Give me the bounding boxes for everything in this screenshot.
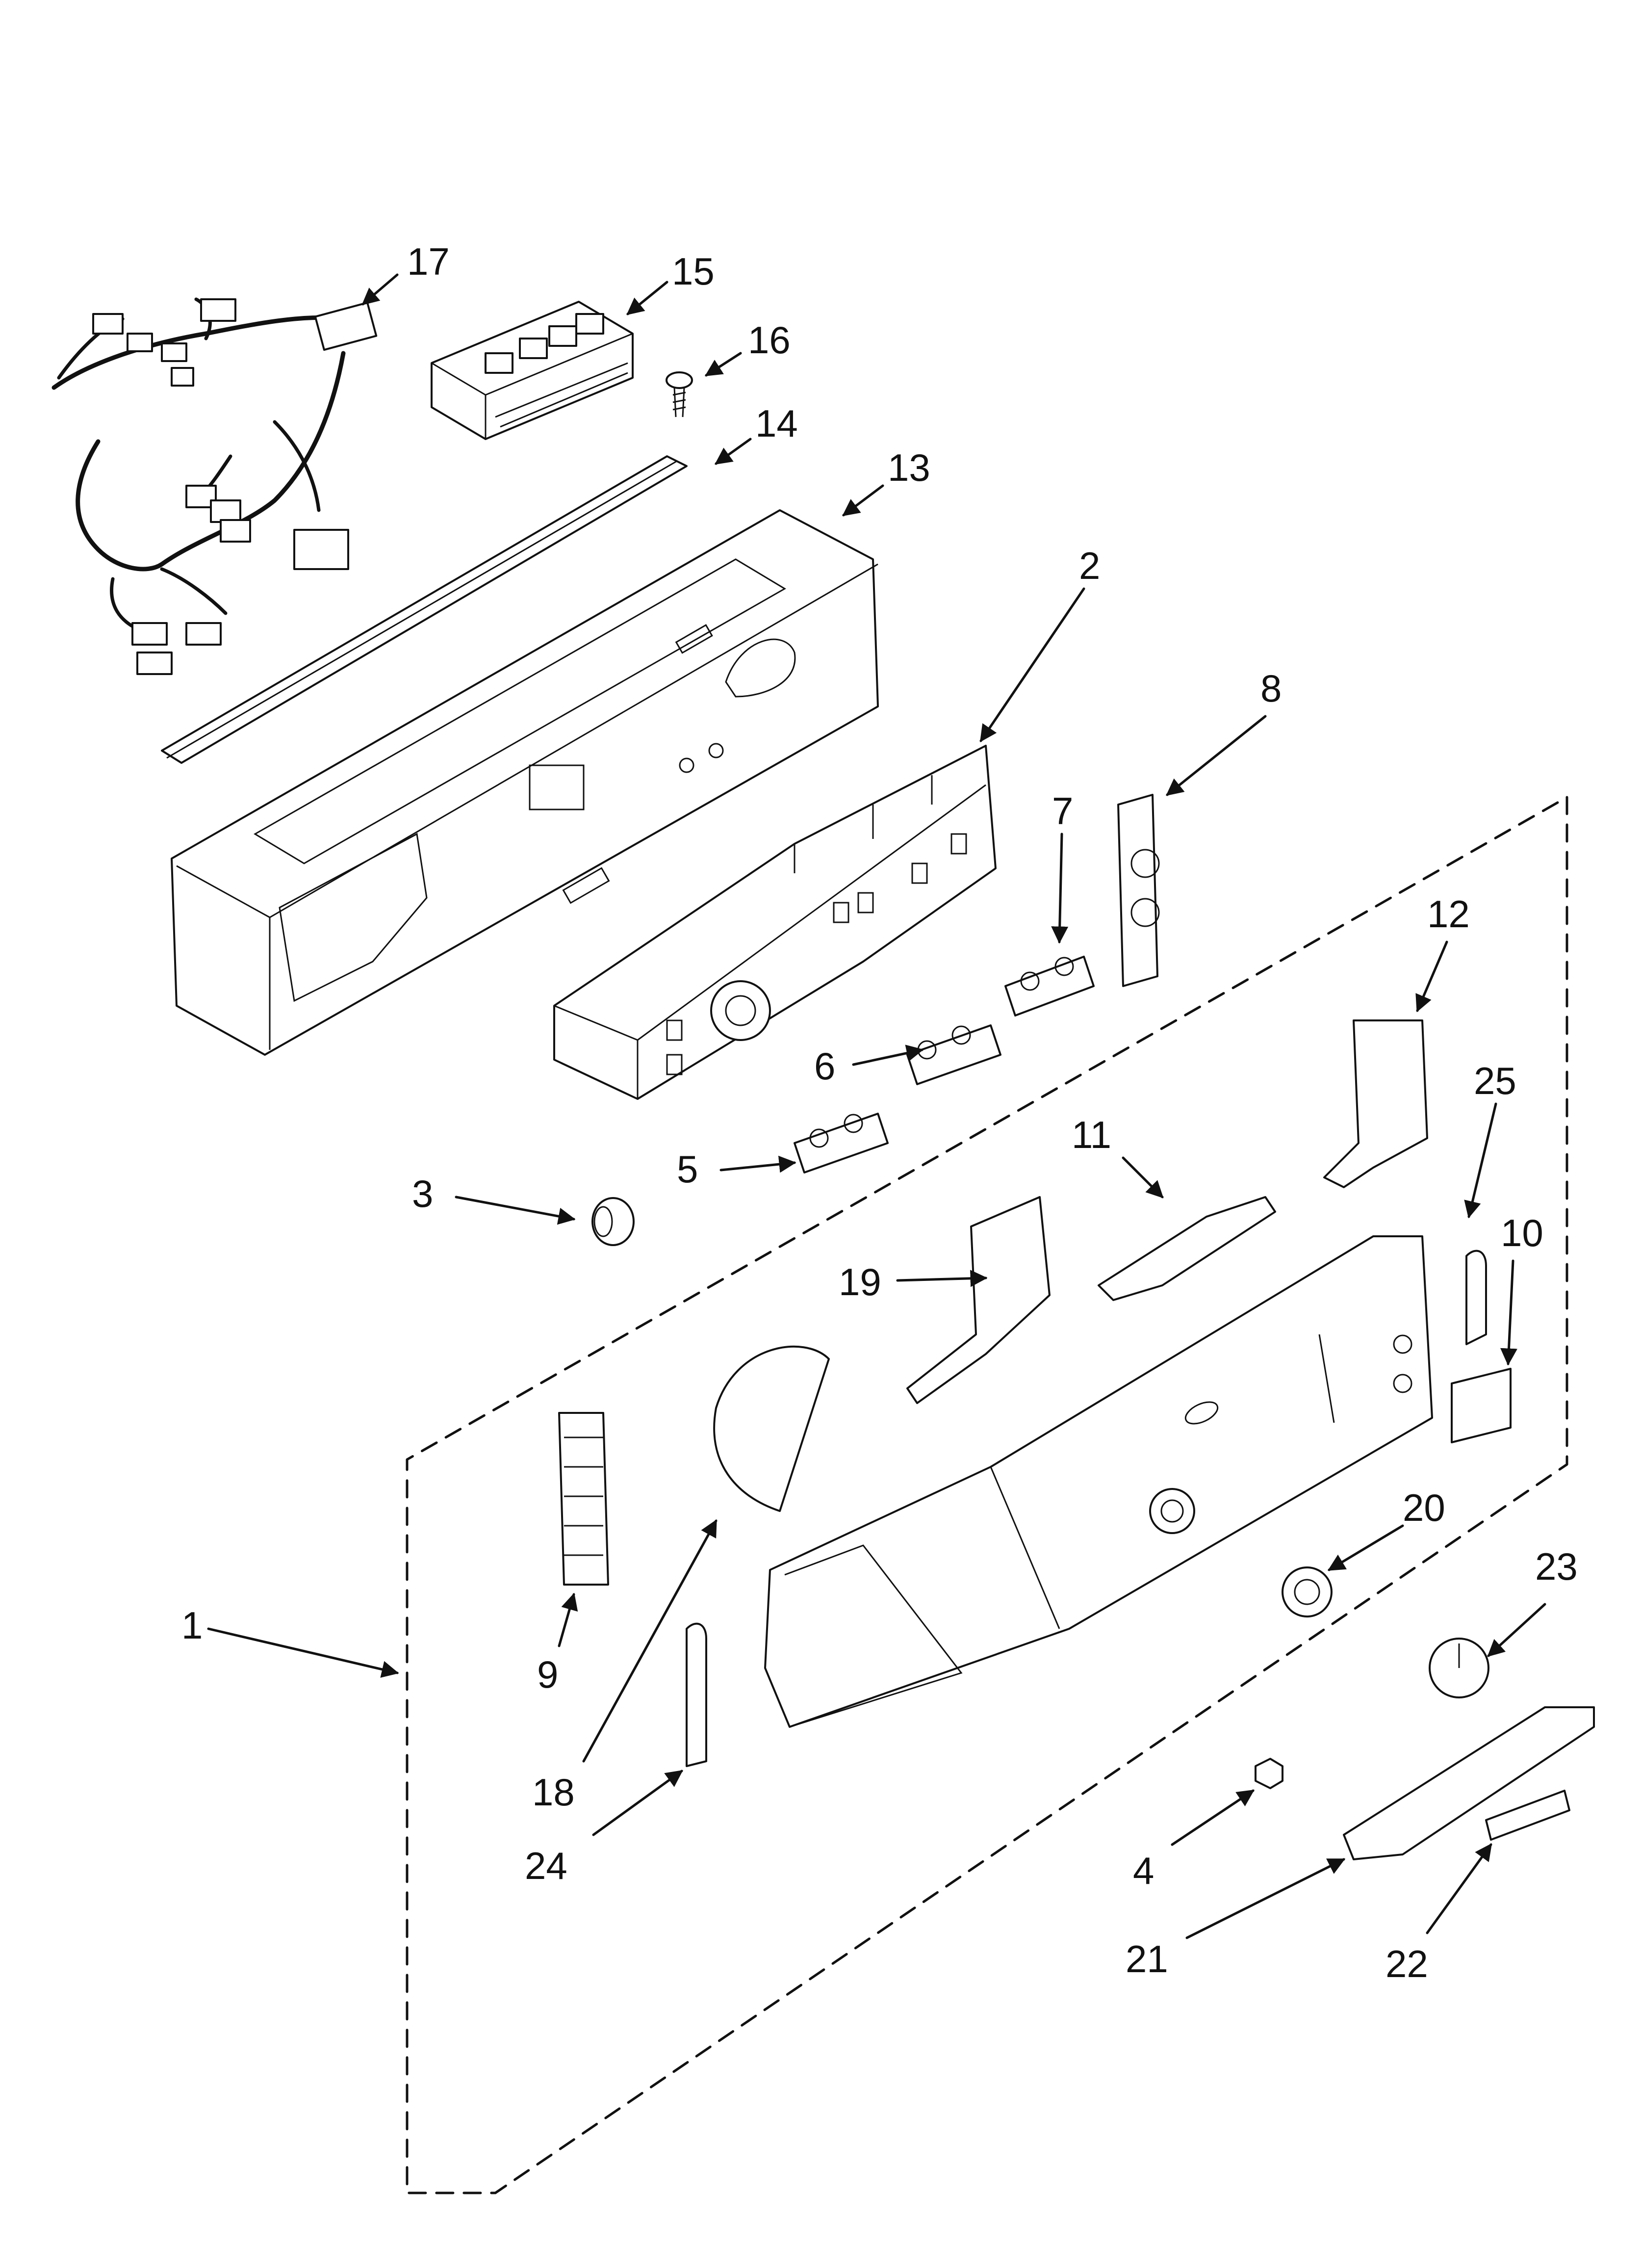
leader-lines (207, 273, 1546, 1939)
switch-strip-11-part (1098, 1196, 1276, 1301)
callout-3: 3 (412, 1172, 433, 1215)
callout-24: 24 (525, 1844, 567, 1887)
bracket-part (1117, 794, 1160, 987)
callout-1: 1 (181, 1604, 203, 1647)
callout-4: 4 (1133, 1849, 1154, 1892)
callout-13: 13 (888, 446, 930, 489)
knob-23-part (1429, 1638, 1489, 1698)
knob-ring-20-part (1282, 1566, 1333, 1617)
channel-strip-part (161, 455, 688, 764)
callout-17: 17 (407, 240, 450, 283)
callout-2: 2 (1079, 544, 1100, 587)
callout-19: 19 (839, 1260, 881, 1303)
switch-module-7-part (1004, 956, 1095, 1017)
callout-15: 15 (672, 250, 715, 293)
callout-6: 6 (814, 1044, 835, 1088)
callout-18: 18 (532, 1771, 575, 1814)
nut-4-part (1255, 1758, 1283, 1789)
switch-strip-12-part (1323, 1019, 1428, 1188)
callout-11: 11 (1072, 1113, 1111, 1156)
callout-labels: 17 15 16 14 13 2 8 7 6 5 3 11 12 25 10 1… (181, 240, 1578, 1985)
callout-9: 9 (537, 1653, 558, 1696)
label-10-part (1451, 1368, 1512, 1443)
callout-21: 21 (1126, 1937, 1168, 1981)
knob-3-part (591, 1197, 635, 1246)
callout-7: 7 (1052, 789, 1073, 833)
badge-22-part (1485, 1790, 1570, 1841)
switch-ring-18-part (713, 1345, 830, 1512)
control-board-part (553, 745, 997, 1100)
callout-12: 12 (1427, 892, 1470, 936)
trim-25-part (1465, 1250, 1487, 1345)
callout-23: 23 (1535, 1545, 1578, 1588)
switch-strip-9-part (558, 1412, 609, 1586)
button-block-part (431, 301, 634, 440)
callout-5: 5 (677, 1147, 698, 1191)
callout-16: 16 (748, 318, 791, 362)
switch-module-5-part (794, 1113, 889, 1173)
callout-14: 14 (755, 402, 798, 445)
switch-module-6-part (906, 1024, 1001, 1085)
console-back-panel-part (171, 509, 879, 1056)
callout-22: 22 (1385, 1942, 1428, 1985)
trim-24-part (686, 1622, 707, 1767)
callout-20: 20 (1403, 1486, 1445, 1529)
callout-25: 25 (1474, 1059, 1516, 1102)
callout-8: 8 (1260, 667, 1282, 710)
console-front-panel-part (764, 1235, 1433, 1728)
switch-strip-19-part (906, 1196, 1051, 1404)
assembly-boundary (406, 796, 1568, 2194)
callout-10: 10 (1501, 1211, 1543, 1254)
cover-21-part (1343, 1706, 1595, 1860)
wire-harness-part (51, 297, 378, 675)
screw-part (666, 371, 693, 417)
